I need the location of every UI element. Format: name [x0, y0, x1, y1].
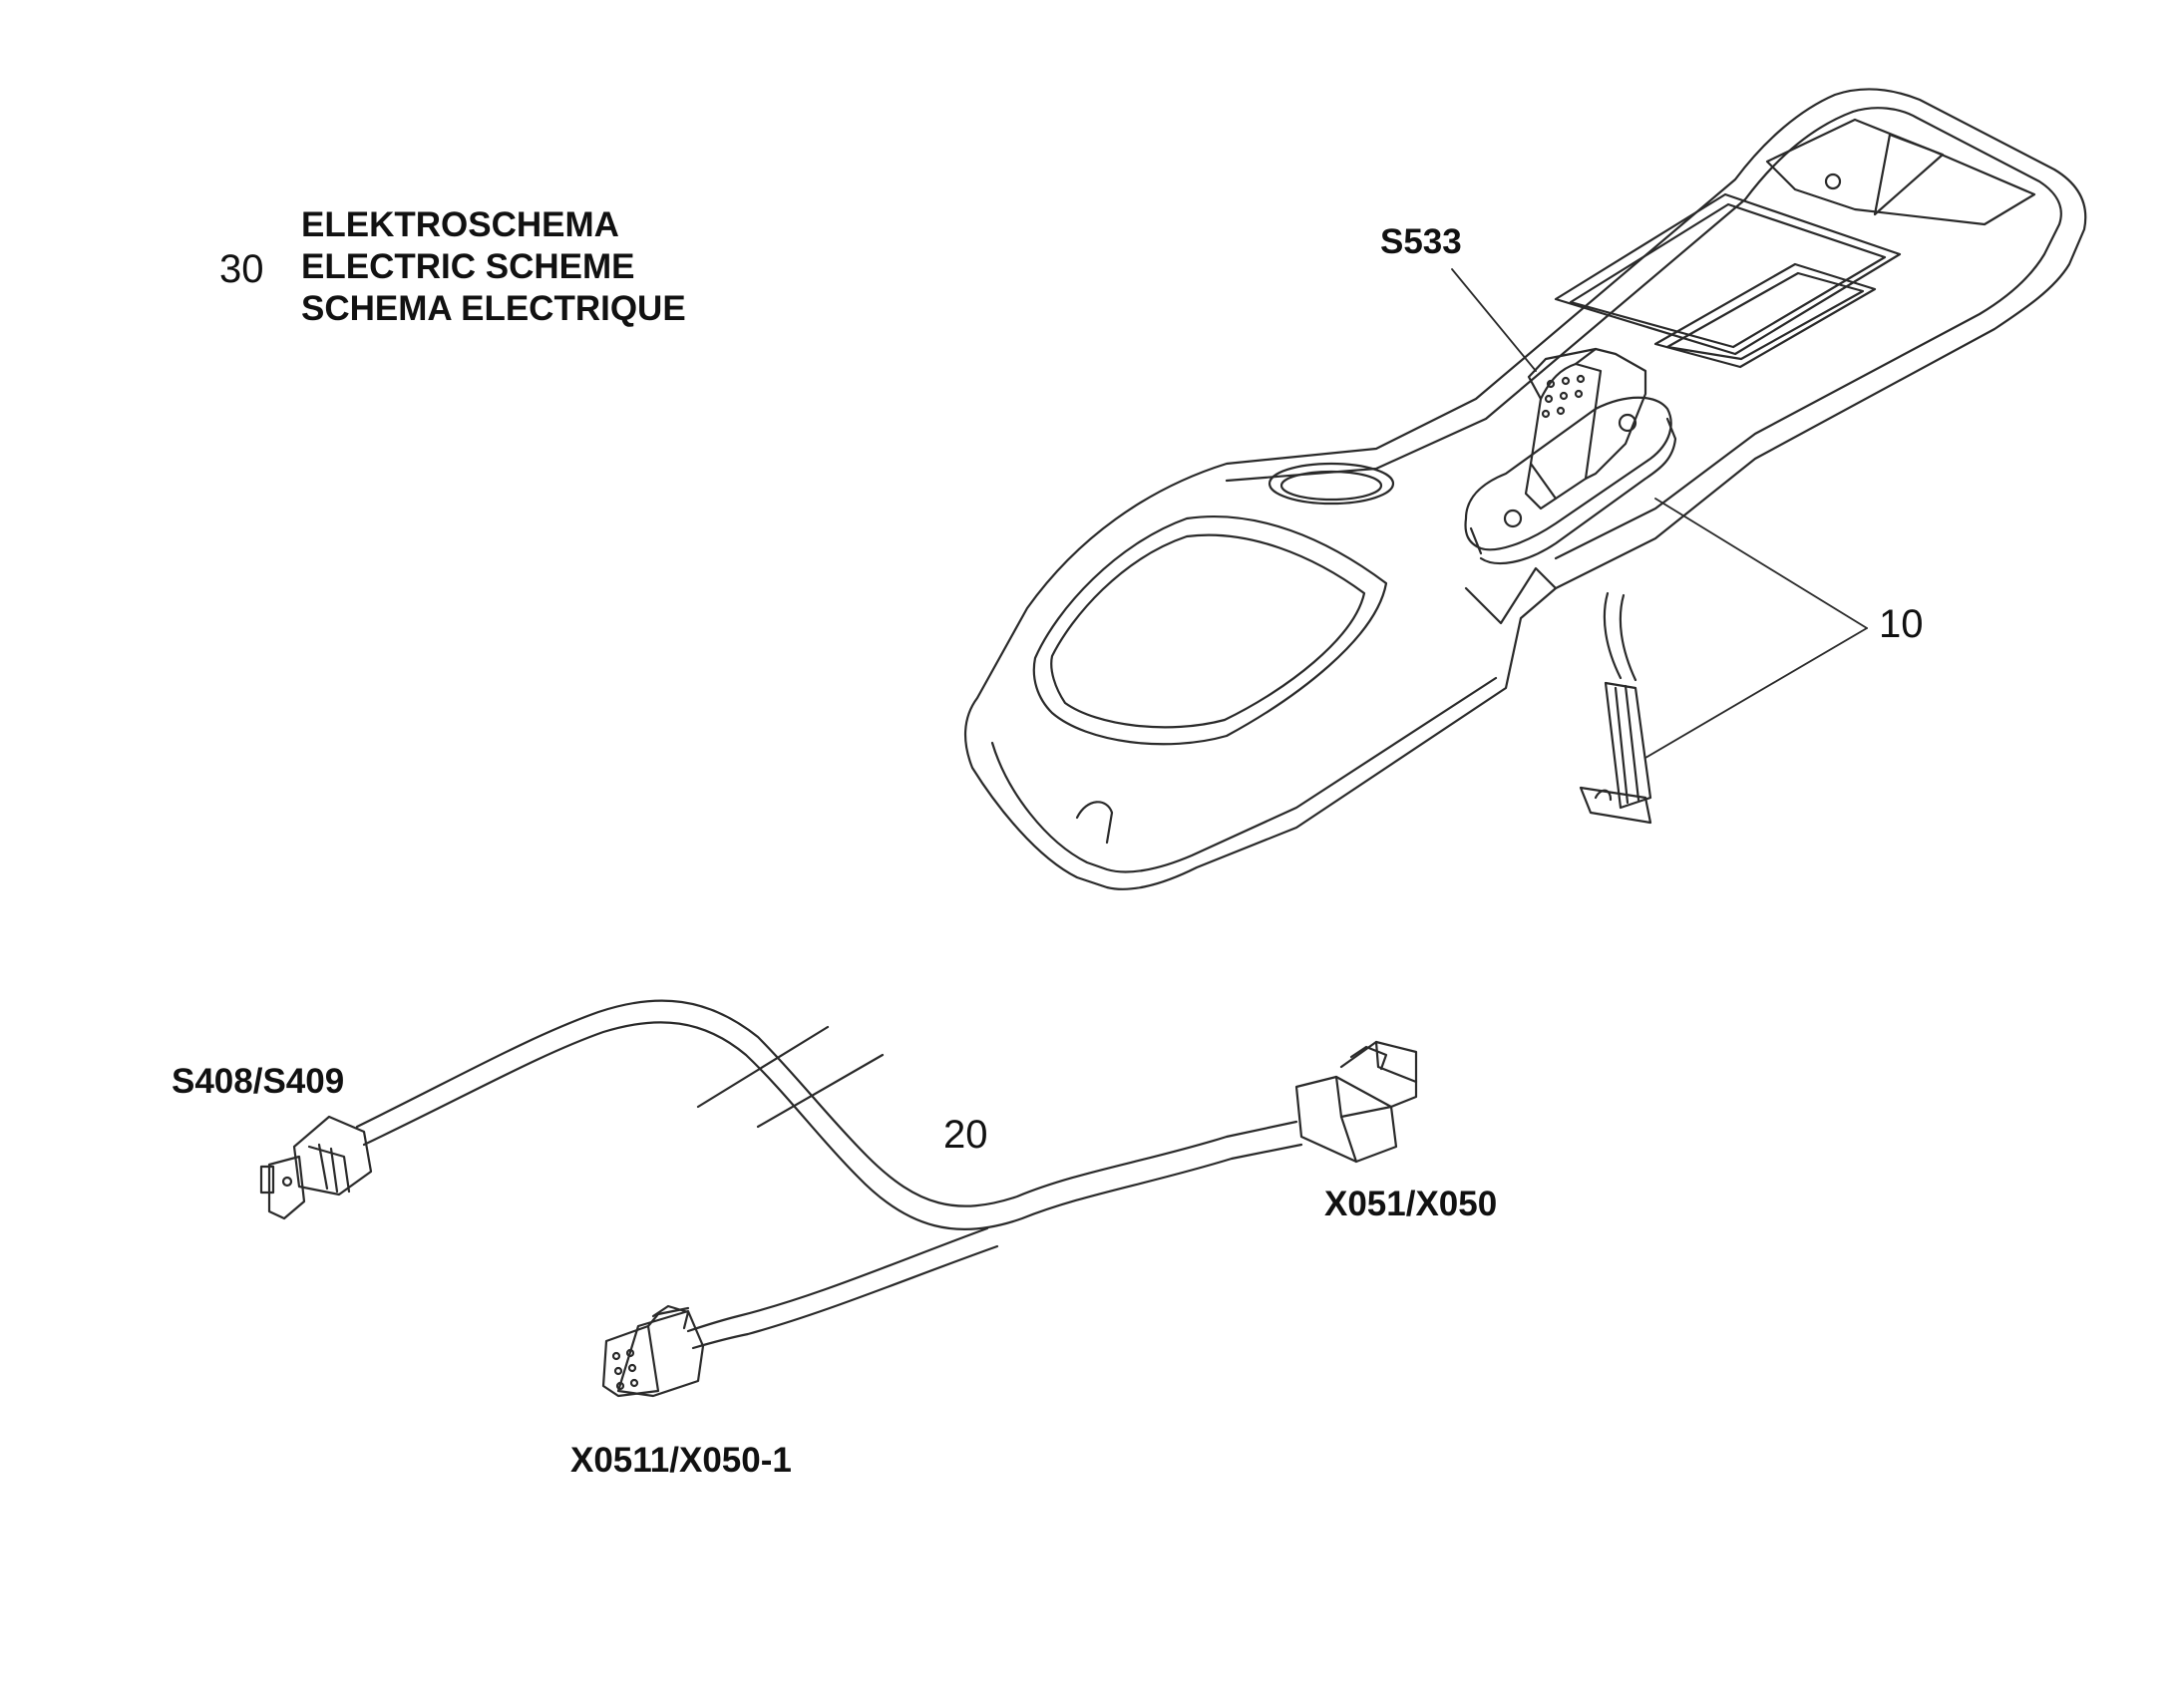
legend-line-3: SCHEMA ELECTRIQUE — [301, 289, 686, 328]
legend-number: 30 — [219, 247, 264, 291]
leader-lines — [1451, 268, 1868, 759]
legend-line-2: ELECTRIC SCHEME — [301, 247, 635, 286]
callout-item-10: 10 — [1879, 602, 1924, 646]
callout-plug-bottom: X0511/X050-1 — [570, 1441, 792, 1480]
armrest-console — [963, 88, 2087, 890]
callout-switch-s533: S533 — [1380, 222, 1462, 261]
callout-plug-right: X051/X050 — [1324, 1185, 1498, 1223]
callout-item-20: 20 — [943, 1113, 988, 1157]
callout-plug-left: S408/S409 — [172, 1062, 345, 1101]
legend-line-1: ELEKTROSCHEMA — [301, 205, 619, 244]
cable-harness — [259, 999, 1418, 1398]
